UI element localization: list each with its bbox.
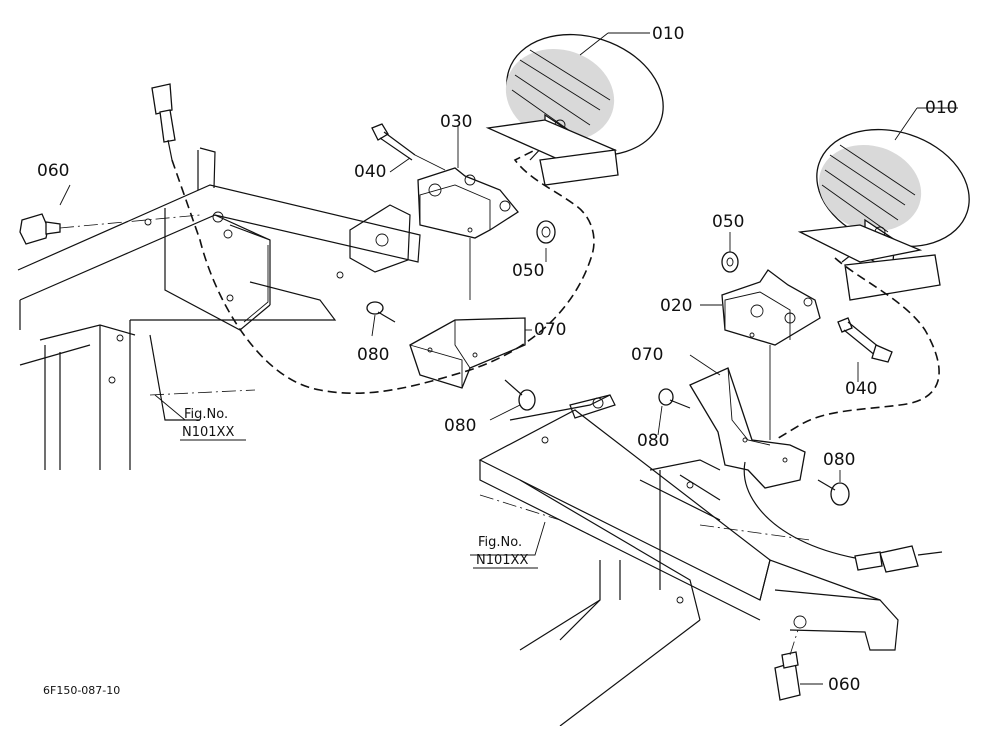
- work-light-upper: [485, 33, 664, 186]
- callout-040: 040: [354, 162, 386, 182]
- callout-010: 010: [925, 98, 957, 118]
- callout-labels: 010 010 020 030 040 040 050 050 060 060 …: [37, 24, 957, 695]
- right-frame: [478, 394, 899, 727]
- screw-080-d: [817, 479, 850, 506]
- bolt-040-left: [371, 123, 446, 171]
- callout-080: 080: [637, 431, 669, 451]
- nut-050-right: [721, 251, 739, 273]
- callout-070: 070: [631, 345, 663, 365]
- wiring-harness-right: [743, 257, 940, 559]
- screw-080-c: [658, 388, 691, 409]
- callout-050: 050: [512, 261, 544, 281]
- stay-070-right: [689, 367, 806, 489]
- callout-050: 050: [712, 212, 744, 232]
- figure-reference-left: Fig.No. N101XX: [180, 407, 246, 441]
- callout-080: 080: [357, 345, 389, 365]
- callout-080: 080: [823, 450, 855, 470]
- bracket-020: [721, 269, 821, 440]
- left-frame: [17, 147, 421, 470]
- work-light-right: [797, 128, 970, 301]
- connector-left: [151, 83, 176, 161]
- fastener-060-left: [19, 213, 201, 245]
- figure-ref-line1: Fig.No.: [478, 535, 522, 550]
- screw-080-b: [504, 379, 536, 411]
- figure-ref-line1: Fig.No.: [184, 407, 228, 422]
- stay-070-left: [409, 317, 526, 389]
- figure-ref-line2: N101XX: [476, 553, 528, 568]
- document-id: 6F150-087-10: [43, 684, 120, 697]
- callout-040: 040: [845, 379, 877, 399]
- callout-060: 060: [828, 675, 860, 695]
- figure-reference-right: Fig.No. N101XX: [473, 535, 538, 569]
- bracket-030: [417, 167, 519, 300]
- screw-080-a: [366, 301, 396, 323]
- figure-ref-line2: N101XX: [182, 425, 234, 440]
- callout-070: 070: [534, 320, 566, 340]
- nut-050-left: [536, 220, 556, 244]
- bolt-040-right: [837, 317, 893, 363]
- leader-lines: [59, 32, 958, 685]
- callout-060: 060: [37, 161, 69, 181]
- fastener-060-right: [774, 629, 801, 701]
- connector-right: [854, 545, 943, 573]
- callout-030: 030: [440, 112, 472, 132]
- callout-020: 020: [660, 296, 692, 316]
- callout-080: 080: [444, 416, 476, 436]
- callout-010: 010: [652, 24, 684, 44]
